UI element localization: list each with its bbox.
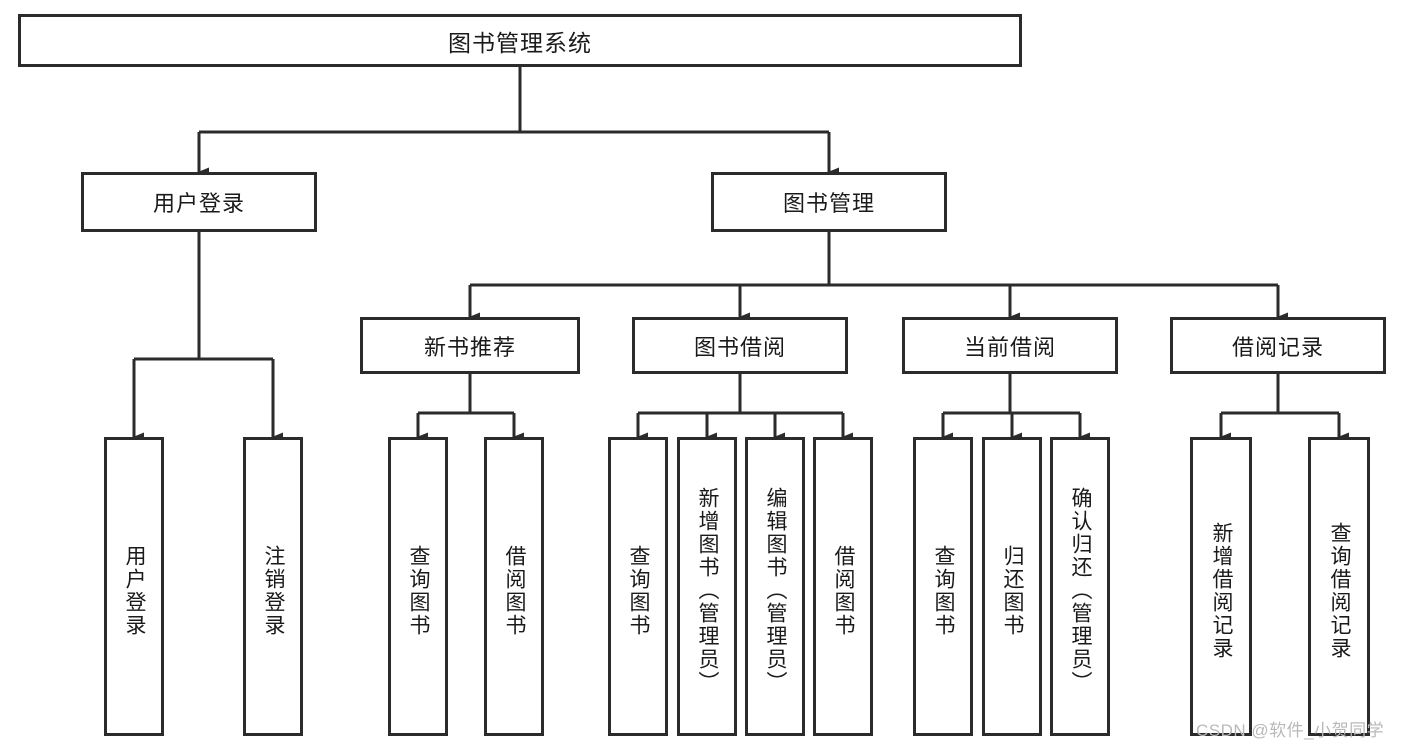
- node-label: 图书管理系统: [448, 29, 592, 56]
- node-book-borrow[interactable]: 图书借阅: [632, 317, 848, 374]
- node-current-borrow[interactable]: 当前借阅: [902, 317, 1118, 374]
- node-leaf-book-edit[interactable]: 编辑图书（管理员）: [745, 437, 805, 736]
- node-label: 归还图书: [1001, 544, 1025, 637]
- node-leaf-book-add[interactable]: 新增图书（管理员）: [677, 437, 737, 736]
- node-label: 借阅记录: [1231, 334, 1324, 360]
- node-leaf-borrow-query[interactable]: 查询图书: [608, 437, 668, 736]
- node-label: 查询图书: [627, 544, 651, 637]
- node-label: 用户登录: [123, 544, 147, 637]
- node-label: 借阅图书: [503, 544, 527, 637]
- node-leaf-cur-confirm[interactable]: 确认归还（管理员）: [1050, 437, 1110, 736]
- node-leaf-rec-query2[interactable]: 查询借阅记录: [1308, 437, 1370, 736]
- node-user-login[interactable]: 用户登录: [81, 172, 317, 232]
- node-label: 图书管理: [782, 191, 875, 216]
- node-label: 注销登录: [262, 544, 286, 637]
- node-label: 确认归还（管理员）: [1069, 487, 1093, 694]
- node-label: 借阅图书: [832, 544, 856, 637]
- node-label: 查询图书: [932, 544, 956, 637]
- node-book-manage[interactable]: 图书管理: [711, 172, 947, 232]
- node-label: 新增借阅记录: [1210, 521, 1234, 660]
- node-leaf-user-login[interactable]: 用户登录: [104, 437, 164, 736]
- node-root[interactable]: 图书管理系统: [18, 14, 1022, 67]
- node-label: 新增图书（管理员）: [696, 487, 720, 694]
- node-leaf-rec-borrow[interactable]: 借阅图书: [484, 437, 544, 736]
- node-leaf-rec-add[interactable]: 新增借阅记录: [1190, 437, 1252, 736]
- node-leaf-book-borrow[interactable]: 借阅图书: [813, 437, 873, 736]
- node-label: 当前借阅: [963, 334, 1056, 360]
- node-leaf-cur-return[interactable]: 归还图书: [982, 437, 1042, 736]
- node-new-book-rec[interactable]: 新书推荐: [360, 317, 580, 374]
- node-leaf-user-logout[interactable]: 注销登录: [243, 437, 303, 736]
- node-label: 查询图书: [407, 544, 431, 637]
- node-leaf-cur-query[interactable]: 查询图书: [913, 437, 973, 736]
- node-borrow-record[interactable]: 借阅记录: [1170, 317, 1386, 374]
- node-label: 新书推荐: [423, 334, 516, 360]
- connector-lines: [132, 67, 1349, 442]
- node-leaf-rec-query[interactable]: 查询图书: [388, 437, 448, 736]
- node-label: 用户登录: [152, 191, 245, 216]
- node-label: 图书借阅: [693, 334, 786, 360]
- node-label: 编辑图书（管理员）: [764, 487, 788, 694]
- node-label: 查询借阅记录: [1328, 521, 1352, 660]
